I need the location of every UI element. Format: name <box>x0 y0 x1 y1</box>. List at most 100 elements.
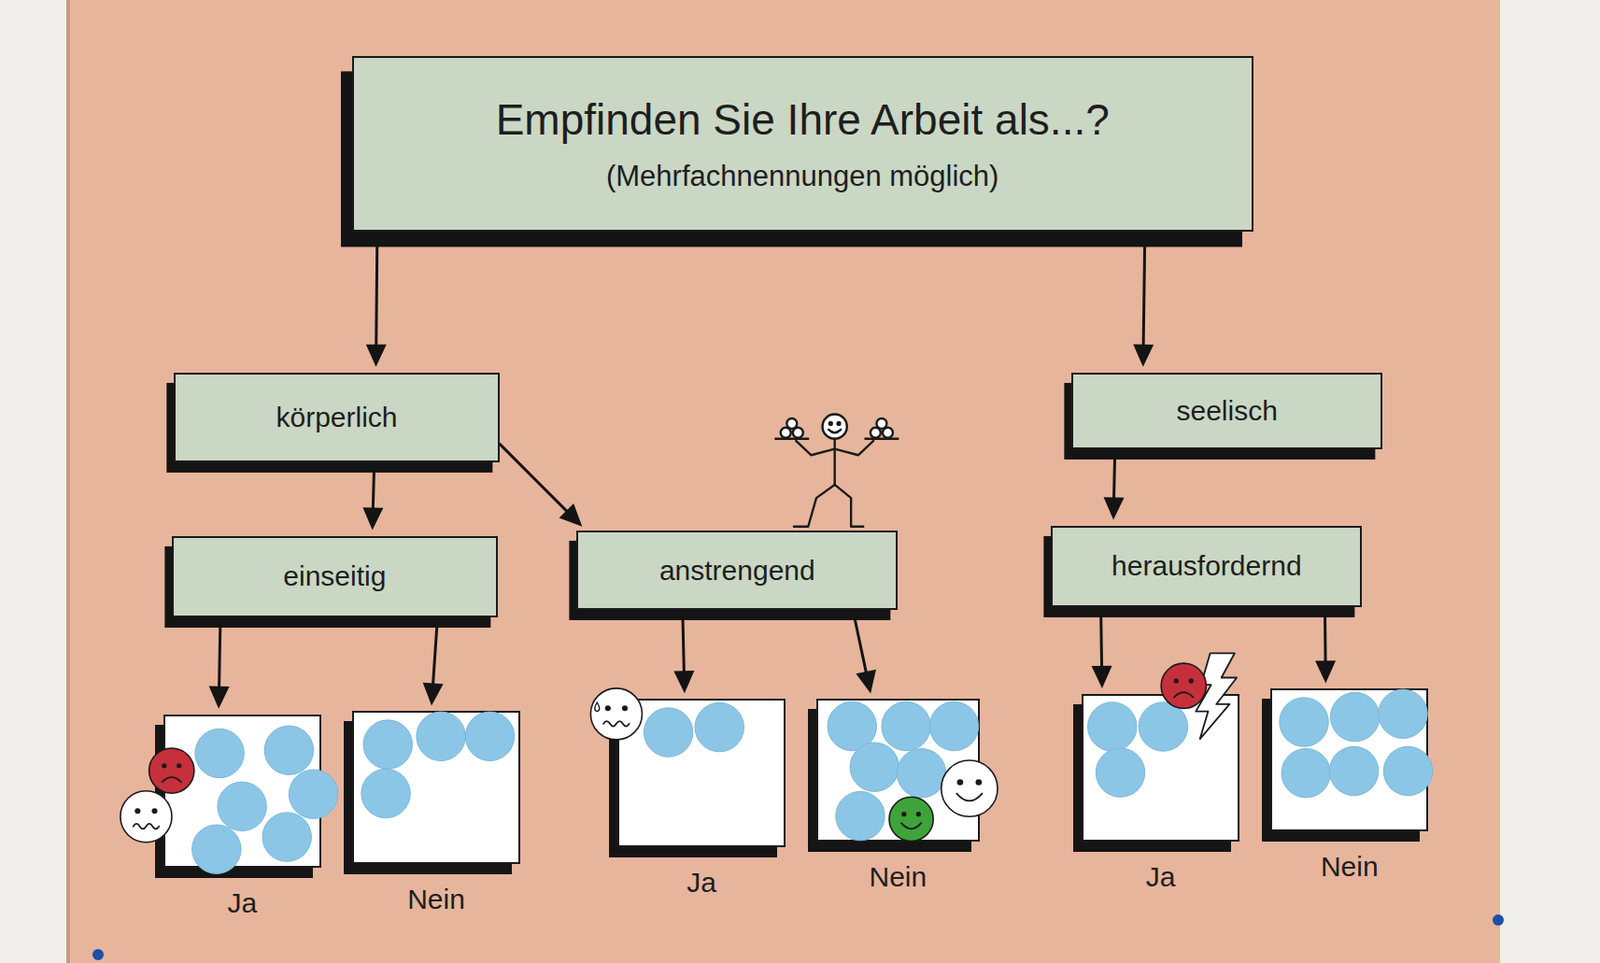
blue-dot <box>1095 748 1145 797</box>
blue-dot <box>1329 747 1378 796</box>
sticker-dots <box>816 698 980 842</box>
vote-box: Ja <box>617 698 786 847</box>
arrow-connector <box>1104 449 1125 521</box>
category-box: körperlich <box>173 372 501 463</box>
arrow-line <box>682 609 685 675</box>
box-label: herausfordernd <box>1111 549 1302 583</box>
arrow-connector <box>673 609 694 694</box>
category-box: herausfordernd <box>1050 525 1362 608</box>
arrow-head <box>673 670 694 694</box>
blue-dot <box>1088 702 1137 751</box>
blue-dot <box>694 703 744 752</box>
pin <box>92 948 104 961</box>
blue-dot <box>264 725 313 775</box>
answer-label: Nein <box>869 860 928 894</box>
answer-label: Nein <box>407 882 466 917</box>
stick-figure <box>775 414 898 527</box>
blue-dot <box>217 781 267 831</box>
sticker-dots <box>352 710 521 864</box>
box-label: anstrengend <box>659 553 816 588</box>
sweating-face-sticker <box>590 688 642 740</box>
box-label: seelisch <box>1176 394 1278 428</box>
worried-face-sticker <box>120 790 172 842</box>
poster-edge <box>66 0 71 963</box>
red-sad-sticker <box>148 748 194 793</box>
arrow-line <box>432 617 438 688</box>
arrow-line <box>376 231 378 349</box>
blue-dot <box>643 707 693 757</box>
category-box: anstrengend <box>576 530 898 610</box>
category-box: einseitig <box>171 536 499 618</box>
blue-dot <box>363 720 412 769</box>
category-box: seelisch <box>1071 372 1383 450</box>
arrow-line <box>1143 231 1146 349</box>
sticker-dots <box>163 714 322 868</box>
arrow-connector <box>423 617 444 707</box>
title-box: Empfinden Sie Ihre Arbeit als...? (Mehrfa… <box>352 56 1254 232</box>
blue-dot <box>195 728 244 778</box>
arrow-line <box>1101 607 1103 670</box>
arrow-head <box>1315 660 1336 683</box>
box-subtitle: (Mehrfachnennungen möglich) <box>606 158 999 194</box>
arrow-line <box>499 444 569 514</box>
green-smile-sticker <box>889 797 934 842</box>
arrow-head <box>1104 496 1125 520</box>
arrow-line <box>372 462 374 512</box>
blue-dot <box>1281 749 1331 798</box>
arrow-head <box>559 503 583 527</box>
arrow-line <box>852 609 867 676</box>
arrow-connector <box>209 617 230 709</box>
box-label: Empfinden Sie Ihre Arbeit als...? <box>495 94 1110 146</box>
box-label: einseitig <box>283 559 386 594</box>
vote-box: Nein <box>352 710 521 864</box>
blue-dot <box>288 769 338 819</box>
vote-box: Nein <box>1270 688 1429 832</box>
blue-dot <box>262 812 312 862</box>
arrow-line <box>1113 449 1115 502</box>
happy-face-sticker <box>941 760 998 817</box>
arrow-connector <box>852 609 877 694</box>
answer-label: Ja <box>686 865 717 900</box>
blue-dot <box>881 702 931 751</box>
arrow-head <box>209 686 230 709</box>
arrow-connector <box>499 444 582 527</box>
vote-box: Nein <box>816 698 980 842</box>
arrow-connector <box>362 462 383 531</box>
box-label: körperlich <box>275 400 397 435</box>
arrow-head <box>366 344 387 368</box>
answer-label: Ja <box>1146 860 1176 894</box>
red-sad-sticker <box>1161 663 1206 708</box>
blue-dot <box>896 749 946 798</box>
blue-dot <box>361 769 411 819</box>
arrow-head <box>855 669 877 694</box>
blue-dot <box>849 742 899 792</box>
arrow-connector <box>1091 607 1113 689</box>
arrow-head <box>1132 344 1154 368</box>
sticker-dots <box>1270 688 1429 832</box>
answer-label: Ja <box>227 886 258 921</box>
blue-dot <box>191 824 241 874</box>
arrow-connector <box>366 231 387 368</box>
arrow-head <box>1091 665 1113 689</box>
arrow-head <box>423 682 444 707</box>
blue-dot <box>1383 747 1432 796</box>
arrow-head <box>362 507 383 530</box>
arrow-line <box>1323 607 1328 665</box>
blue-dot <box>929 702 978 751</box>
arrow-line <box>219 617 221 691</box>
arrow-connector <box>1132 231 1154 368</box>
answer-label: Nein <box>1320 849 1379 884</box>
blue-dot <box>1330 693 1380 742</box>
sticker-dots <box>1081 693 1240 842</box>
poster-sheet <box>66 0 1501 963</box>
blue-dot <box>1138 702 1188 751</box>
blue-dot <box>835 792 885 841</box>
blue-dot <box>416 712 466 762</box>
pin <box>1492 914 1504 926</box>
vote-box: Ja <box>1081 693 1240 842</box>
arrow-connector <box>1315 607 1336 683</box>
blue-dot <box>465 712 514 762</box>
vote-box: Ja <box>163 714 322 868</box>
blue-dot <box>1378 689 1428 738</box>
